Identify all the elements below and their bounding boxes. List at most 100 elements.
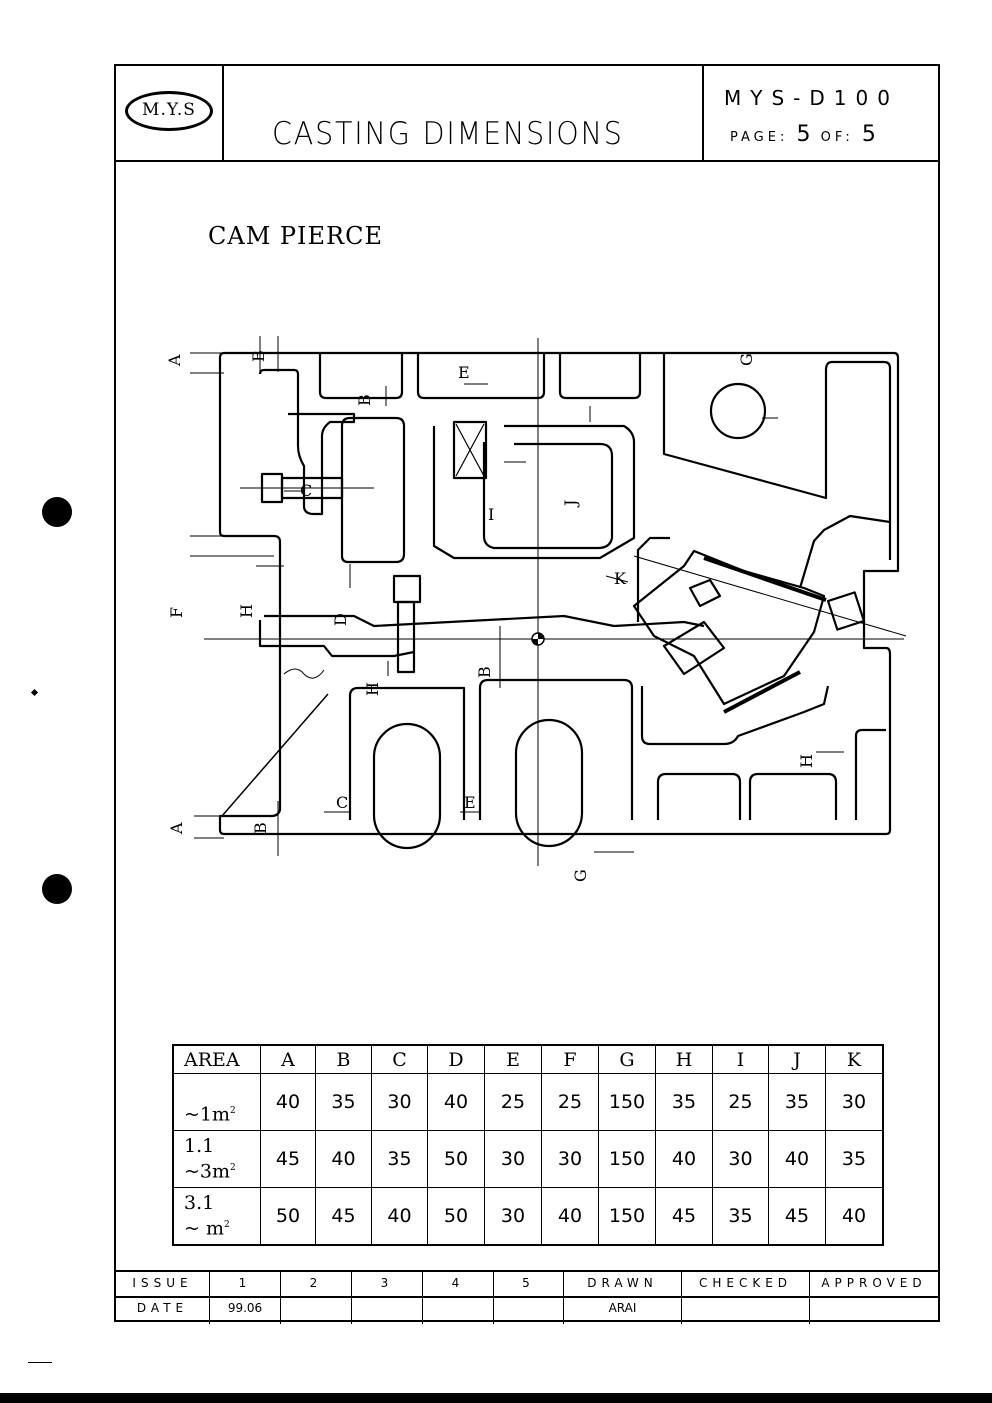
table-row: 3.1~ m2 50 45 40 50 30 40 150 45 35 45 4… [172,1187,884,1246]
table-header-cell: J [768,1044,826,1074]
dim-label-e-lower: E [464,793,476,812]
cam-pierce-drawing: A B C B E G I J K F H D H B H C E G A B [165,336,907,882]
value-cell: 40 [371,1187,428,1246]
scan-edge-bar [0,1393,992,1403]
value-cell: 150 [598,1187,656,1246]
value-cell: 45 [768,1187,826,1246]
value-cell: 40 [427,1073,485,1131]
value-cell: 25 [541,1073,599,1131]
area-cell: 1.1~3m2 [172,1130,261,1188]
page-current: 5 [796,122,813,147]
dim-label-f: F [167,607,186,618]
dim-label-h-left: H [237,604,256,618]
page-label: PAGE: [730,130,789,145]
value-cell: 30 [484,1187,542,1246]
dim-label-c-upper: C [300,481,312,500]
value-cell: 40 [541,1187,599,1246]
dim-label-j: J [561,500,580,508]
checked-column: CHECKED [682,1272,810,1324]
dim-label-d: D [331,613,350,626]
value-cell: 45 [315,1187,372,1246]
pocket-right-upper [662,354,892,560]
table-header-cell: B [315,1044,372,1074]
pocket-lower-1 [348,686,466,820]
binder-hole-top [42,497,72,527]
issue-label: ISSUE [132,1276,193,1290]
pocket-top-2 [416,354,546,400]
dim-label-h-right: H [797,754,816,768]
dim-label-h-mid: H [363,682,382,696]
document-title: CASTING DIMENSIONS [272,116,624,152]
scan-mark [30,688,39,697]
pocket-left [258,368,356,516]
pocket-lower-4 [748,772,838,820]
value-cell: 40 [768,1130,826,1188]
oval-opening-2 [514,718,584,848]
drawn-by: ARAI [608,1301,637,1315]
value-cell: 35 [712,1187,769,1246]
value-cell: 150 [598,1073,656,1131]
issue-column-5: 5 [494,1272,564,1324]
value-cell: 30 [371,1073,428,1131]
value-cell: 35 [371,1130,428,1188]
value-cell: 30 [712,1130,769,1188]
revision-block: ISSUE DATE 1 99.06 2 3 4 5 DRAWN ARAI CH… [116,1270,938,1324]
revision-row-divider [116,1296,938,1298]
section-title: CAM PIERCE [208,222,383,250]
pocket-lower-5 [854,728,886,820]
drawn-label: DRAWN [587,1276,658,1290]
table-header-cell: G [598,1044,656,1074]
binder-hole-bottom [42,874,72,904]
table-header-cell: C [371,1044,428,1074]
value-cell: 50 [427,1130,485,1188]
value-cell: 30 [484,1130,542,1188]
header-divider [116,160,938,162]
dim-label-b-mid: B [355,394,374,406]
table-header-cell: H [655,1044,713,1074]
cam-driver-angled [632,549,826,706]
document-code-cell: MYS-D100 PAGE: 5 OF: 5 [704,66,938,160]
value-cell: 50 [260,1187,316,1246]
break-line [283,668,325,679]
dim-label-b-top: B [249,350,268,362]
keeper [688,578,722,608]
issue-1-date: 99.06 [227,1301,263,1315]
value-cell: 35 [655,1073,713,1131]
boss-circle [709,382,767,440]
value-cell: 40 [315,1130,372,1188]
table-header-cell: D [427,1044,485,1074]
value-cell: 45 [655,1187,713,1246]
spring-block [452,420,488,480]
value-cell: 30 [825,1073,884,1131]
logo-text: M.Y.S [142,100,196,120]
pocket-lower-2 [478,678,634,820]
dim-label-k: K [614,569,627,588]
section-line [221,693,329,817]
cam-slide-outline [432,424,636,560]
pocket-lower-3 [656,772,742,820]
wear-plate-upper [703,556,827,602]
dim-label-b-bottom: B [251,822,270,834]
label-column: ISSUE DATE [116,1272,210,1324]
value-cell: 40 [260,1073,316,1131]
table-header-cell: K [825,1044,884,1074]
value-cell: 35 [768,1073,826,1131]
driver-base [640,685,830,746]
issue-column-4: 4 [423,1272,494,1324]
cam-slide-inner [482,442,614,550]
page-of-label: OF: [820,130,854,145]
approved-column: APPROVED [810,1272,938,1324]
approved-label: APPROVED [821,1276,927,1290]
dim-label-c-lower: C [336,793,348,812]
issue-column-1: 1 99.06 [210,1272,281,1324]
scan-mark [28,1362,52,1363]
cam-stopper [826,591,866,631]
centerline-angled [633,555,907,637]
drawing-sheet: M.Y.S CASTING DIMENSIONS MYS-D100 PAGE: … [114,64,940,1324]
dim-label-g-lower: G [571,869,590,882]
table-header-cell: I [712,1044,769,1074]
value-cell: 40 [825,1187,884,1246]
outer-contour [218,351,900,836]
center-mark [531,632,545,646]
checked-label: CHECKED [698,1276,793,1290]
